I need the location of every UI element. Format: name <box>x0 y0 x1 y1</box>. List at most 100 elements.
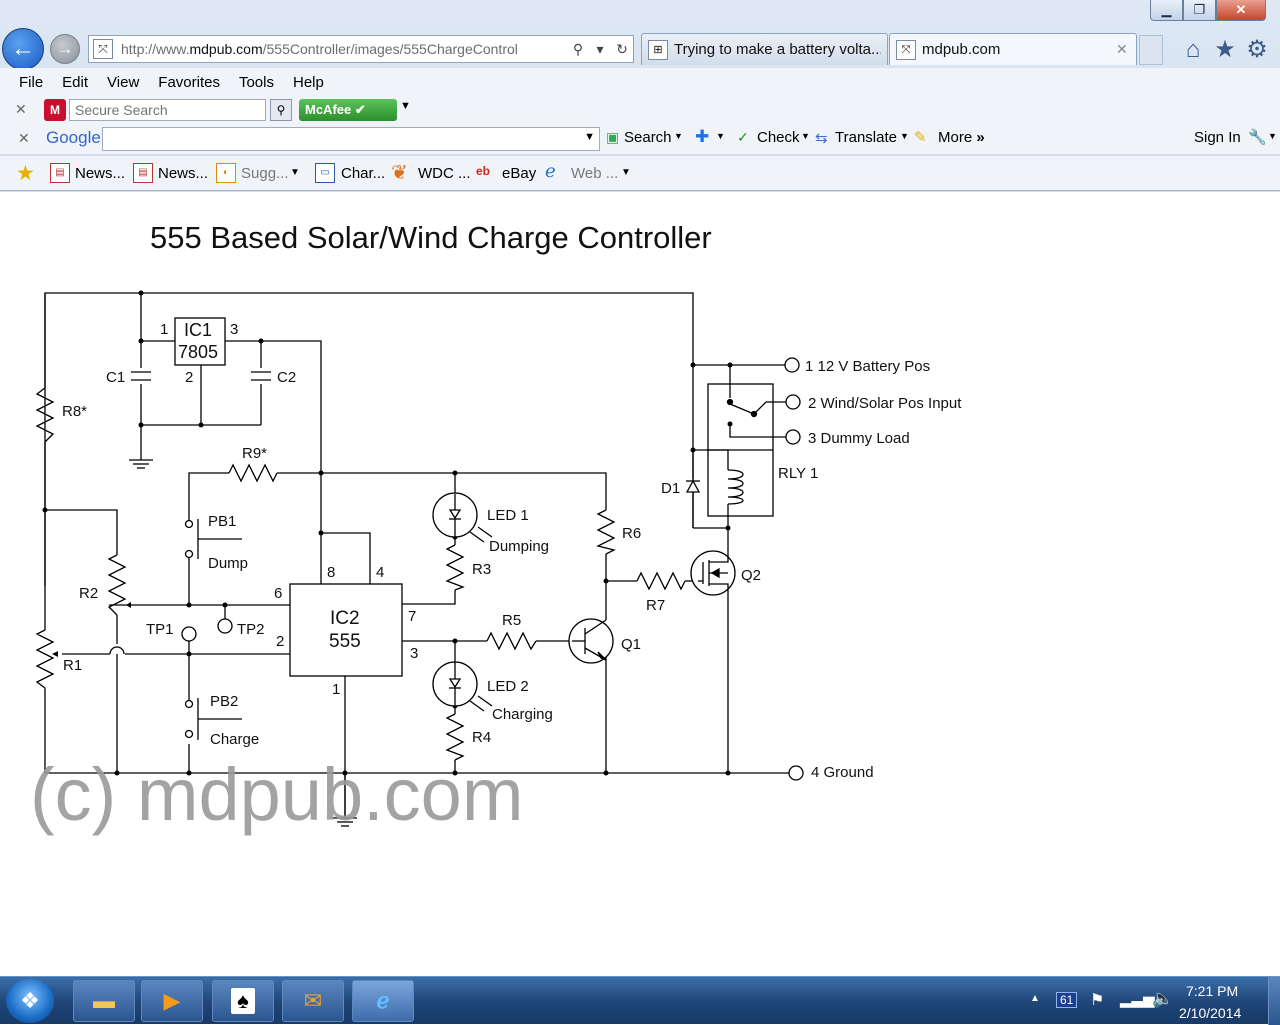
address-bar[interactable]: ⤧ http://www.mdpub.com/555Controller/ima… <box>88 35 634 63</box>
close-window-button[interactable]: ✕ <box>1216 0 1266 21</box>
tray-badge[interactable]: 61 <box>1056 992 1078 1008</box>
ic1-pin1: 1 <box>160 321 168 338</box>
menu-favorites[interactable]: Favorites <box>158 73 220 91</box>
fav-ebay[interactable]: eBay <box>502 165 537 182</box>
google-logo: Google <box>46 128 101 147</box>
ic2-timer <box>289 583 403 677</box>
site-favicon-icon: ⤧ <box>93 39 113 59</box>
check-button[interactable]: Check <box>757 129 800 146</box>
plus-icon[interactable]: ✚ <box>695 127 710 146</box>
relay-rly1 <box>707 383 774 517</box>
gear-icon[interactable]: ⚙ <box>1246 36 1268 63</box>
favorites-star-icon[interactable]: ★ <box>1214 36 1236 63</box>
mcafee-toolbar: ✕ M ⚲ McAfee ✔ ▼ <box>0 96 1280 124</box>
ic1-pin2: 2 <box>185 369 193 386</box>
ic2-pin1: 1 <box>332 681 340 698</box>
junction-dots <box>42 290 733 776</box>
chevron-down-icon[interactable]: ▼ <box>900 131 909 141</box>
start-button[interactable]: ❖ <box>6 979 54 1023</box>
menu-view[interactable]: View <box>107 73 140 91</box>
ic1-pin3: 3 <box>230 321 238 338</box>
forward-button[interactable]: → <box>50 34 80 64</box>
tab-label: Trying to make a battery volta... <box>674 41 881 58</box>
mcafee-button[interactable]: McAfee ✔ <box>299 99 397 121</box>
search-icon[interactable]: ⚲ <box>572 40 584 57</box>
outlook-icon: ✉ <box>303 988 323 1013</box>
fav-suggested[interactable]: Sugg... <box>241 165 289 182</box>
fav-web[interactable]: Web ... <box>571 165 619 182</box>
resistor-r7 <box>636 571 686 591</box>
back-button[interactable]: ← <box>2 28 44 70</box>
search-go-icon[interactable]: ⚲ <box>270 99 292 121</box>
fav-news-1[interactable]: News... <box>75 165 126 182</box>
chevron-down-icon[interactable]: ▼ <box>801 131 810 141</box>
taskbar-internet-explorer[interactable]: ℯ <box>352 980 414 1022</box>
url-domain: mdpub.com <box>189 41 263 57</box>
dropdown-arrow-icon[interactable]: ▾ <box>596 40 604 57</box>
taskbar-explorer[interactable]: ▬ <box>73 980 135 1022</box>
refresh-icon[interactable]: ↻ <box>616 40 628 57</box>
menu-tools[interactable]: Tools <box>238 73 274 91</box>
chevron-down-icon[interactable]: ▼ <box>290 167 300 178</box>
network-signal-icon[interactable]: ▂▃▅ <box>1120 991 1155 1008</box>
close-toolbar-icon[interactable]: ✕ <box>15 101 27 117</box>
fav-news-2[interactable]: News... <box>158 165 209 182</box>
menu-file[interactable]: File <box>19 73 44 91</box>
chevron-down-icon[interactable]: ▼ <box>716 131 725 141</box>
google-search-input[interactable]: ▼ <box>102 127 600 151</box>
tab-battery-voltage[interactable]: ⊞ Trying to make a battery volta... <box>641 33 888 65</box>
terminal-3-label: 3 Dummy Load <box>808 430 910 447</box>
label-r4: R4 <box>472 729 491 746</box>
google-search-button[interactable]: Search <box>624 129 672 146</box>
favorites-star-icon[interactable]: ★ <box>16 162 35 185</box>
dropdown-arrow-icon[interactable]: ▼ <box>584 131 595 143</box>
menu-help[interactable]: Help <box>293 73 324 91</box>
taskbar-solitaire[interactable]: ♠ <box>212 980 274 1022</box>
taskbar-media-player[interactable]: ▶ <box>141 980 203 1022</box>
ebay-favicon-icon: eb <box>476 164 491 178</box>
address-url[interactable]: http://www.mdpub.com/555Controller/image… <box>121 41 567 57</box>
show-desktop-button[interactable] <box>1268 977 1280 1025</box>
show-hidden-icons[interactable]: ▲ <box>1030 993 1040 1004</box>
chevron-down-icon[interactable]: ▼ <box>1268 131 1277 141</box>
diode-d1 <box>685 479 701 493</box>
pushbutton-pb1 <box>184 519 242 559</box>
ic2-pin6: 6 <box>274 585 282 602</box>
tab-close-icon[interactable]: ✕ <box>1116 41 1128 57</box>
close-toolbar-icon[interactable]: ✕ <box>18 130 30 146</box>
taskbar-outlook[interactable]: ✉ <box>282 980 344 1022</box>
volume-icon[interactable]: 🔈 <box>1152 989 1174 1008</box>
sign-in-link[interactable]: Sign In <box>1194 129 1241 146</box>
url-prefix: http://www. <box>121 41 190 57</box>
chevron-down-icon[interactable]: ▼ <box>674 131 683 141</box>
clock-date[interactable]: 2/10/2014 <box>1179 1005 1242 1021</box>
label-rly1: RLY 1 <box>778 465 818 482</box>
resistor-r8 <box>35 387 55 443</box>
maximize-button[interactable]: ❐ <box>1183 0 1216 21</box>
action-center-flag-icon[interactable]: ⚑ <box>1090 992 1105 1009</box>
title-bar: ▁ ❐ ✕ <box>0 0 1280 34</box>
new-tab-button[interactable] <box>1139 35 1163 65</box>
clock-time[interactable]: 7:21 PM <box>1186 983 1239 999</box>
label-r1: R1 <box>63 657 82 674</box>
tab-favicon-icon: ⊞ <box>648 39 668 60</box>
fav-wdc[interactable]: WDC ... <box>418 165 471 182</box>
test-point-tp2 <box>217 618 233 634</box>
ic2-part: 555 <box>329 631 361 652</box>
secure-search-input[interactable] <box>69 99 266 121</box>
menu-edit[interactable]: Edit <box>62 73 89 91</box>
chevron-down-icon[interactable]: ▼ <box>400 100 411 112</box>
label-r6: R6 <box>622 525 641 542</box>
ie-favicon-icon: ℯ <box>545 161 556 181</box>
fav-char[interactable]: Char... <box>341 165 386 182</box>
potentiometer-r2 <box>107 554 133 616</box>
home-icon[interactable]: ⌂ <box>1185 36 1201 63</box>
label-c1: C1 <box>106 369 125 386</box>
more-button[interactable]: More » <box>938 129 985 146</box>
wrench-icon[interactable]: 🔧 <box>1248 129 1267 146</box>
tab-favicon-icon: ⤧ <box>896 39 916 60</box>
translate-button[interactable]: Translate <box>835 129 897 146</box>
minimize-button[interactable]: ▁ <box>1150 0 1183 21</box>
chevron-down-icon[interactable]: ▼ <box>621 167 631 178</box>
tab-mdpub[interactable]: ⤧ mdpub.com ✕ <box>889 33 1137 65</box>
